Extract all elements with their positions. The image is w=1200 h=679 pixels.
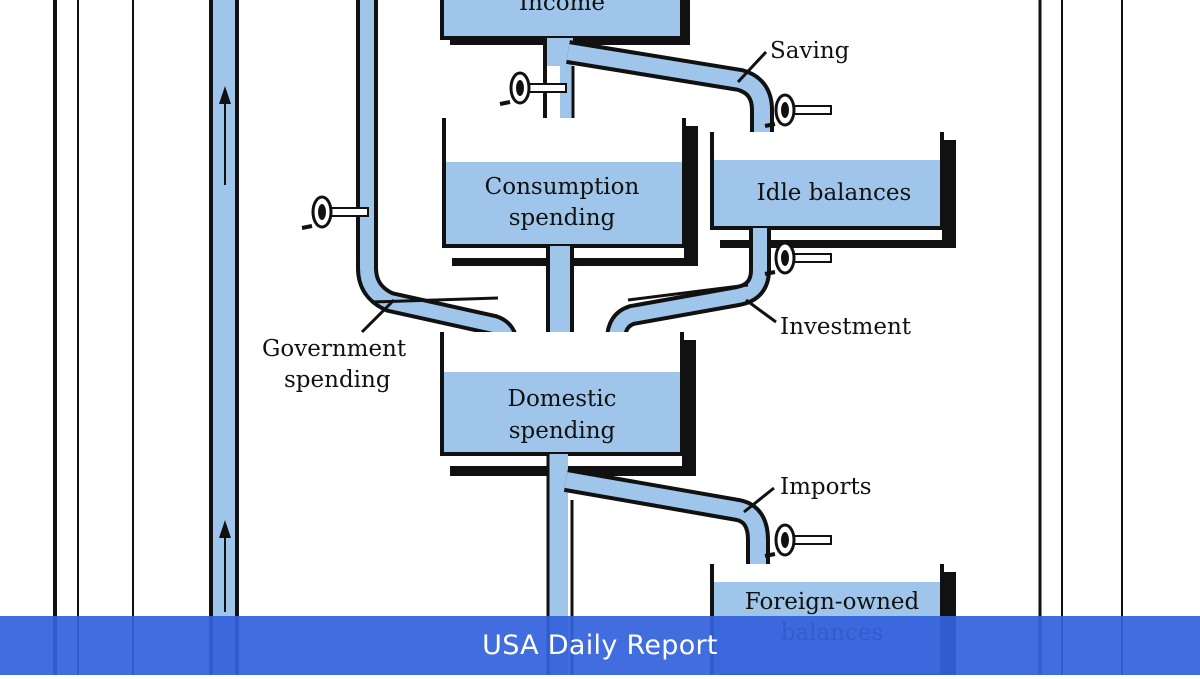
callout-government: Government spending bbox=[262, 298, 407, 393]
callout-saving: Saving bbox=[736, 38, 850, 84]
tank-label-consumption-1: Consumption bbox=[485, 174, 640, 200]
tank-domestic: Domestic spending bbox=[440, 332, 696, 476]
tank-label-domestic-2: spending bbox=[509, 418, 616, 444]
tank-income: Income bbox=[440, 0, 690, 45]
imports-pipe bbox=[563, 468, 833, 590]
callout-label-investment: Investment bbox=[780, 314, 912, 340]
tank-idle-balances: Idle balances bbox=[710, 132, 956, 248]
callout-label-government-2: spending bbox=[284, 367, 391, 393]
tank-consumption: Consumption spending bbox=[442, 118, 698, 266]
banner-title: USA Daily Report bbox=[482, 630, 718, 661]
callout-imports: Imports bbox=[743, 474, 872, 514]
callout-investment: Investment bbox=[745, 298, 912, 340]
tank-label-domestic-1: Domestic bbox=[508, 386, 617, 412]
flow-up-arrow-icon bbox=[219, 86, 231, 104]
flow-up-arrow-icon bbox=[219, 520, 231, 538]
callout-label-government-1: Government bbox=[262, 336, 407, 362]
investment-pipe bbox=[605, 228, 833, 370]
tank-label-idle-balances: Idle balances bbox=[757, 180, 912, 206]
tank-label-foreign-1: Foreign-owned bbox=[745, 589, 920, 615]
return-pipe bbox=[209, 0, 239, 675]
callout-label-imports: Imports bbox=[780, 474, 872, 500]
frame-lines bbox=[53, 0, 1123, 675]
banner: USA Daily Report bbox=[0, 616, 1200, 675]
callout-label-saving: Saving bbox=[770, 38, 850, 64]
tank-label-consumption-2: spending bbox=[509, 205, 616, 231]
tank-label-income: Income bbox=[519, 0, 605, 16]
